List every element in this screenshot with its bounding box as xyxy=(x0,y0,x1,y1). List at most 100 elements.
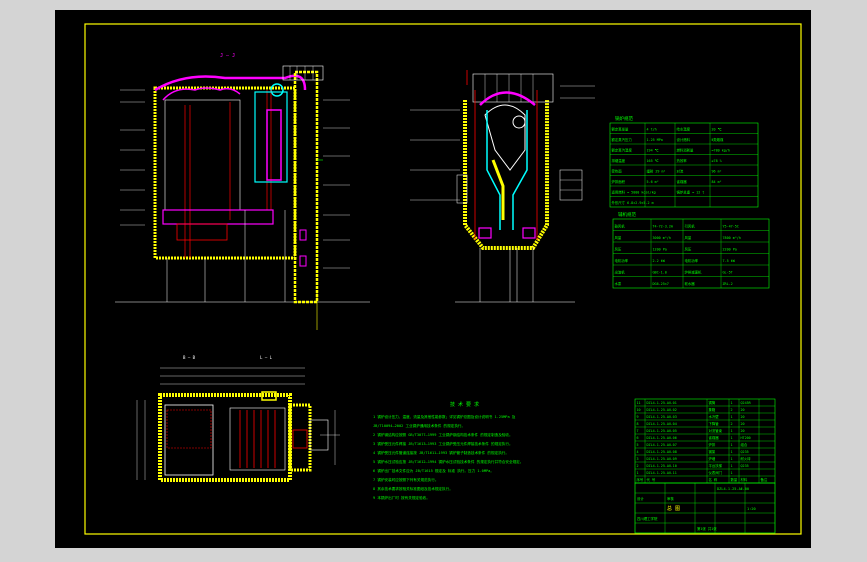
front-wall xyxy=(463,100,549,250)
aux_table-cell: 7.5 kW xyxy=(723,259,736,263)
bom-cell: DZL4-1.25-AⅡ-08 xyxy=(647,450,677,454)
spec_table-cell: 外形尺寸 6.8×2.9×5.2 m xyxy=(612,200,654,205)
spec_table-cell: 165 ℃ xyxy=(647,159,659,163)
side-grid-left xyxy=(456,174,468,204)
note-line: 2 锅炉钢结构应按照 GB/T3077—1999 工业锅炉钢结构技术条件 的规定… xyxy=(373,432,513,437)
upper-header xyxy=(479,91,536,106)
economizer-top xyxy=(282,65,324,81)
aux_table-cell: 7800 m³/h xyxy=(723,236,741,240)
spec_table-cell: 额定蒸汽压力 xyxy=(612,137,633,142)
bom-cell: DZL4-1.25-AⅡ-11 xyxy=(647,471,677,475)
baffle xyxy=(491,159,505,220)
spec_table-cell: 受热面 xyxy=(612,169,623,174)
spec_table-cell: 热效率 xyxy=(677,158,688,163)
front-risers xyxy=(466,70,538,240)
note-line: 6 锅炉出厂技术文件应为 JB/T1615 规定及 标准 执行。压力 1.0MP… xyxy=(373,468,494,473)
economizer-column xyxy=(293,70,319,304)
bom-cell: 耐火砖 xyxy=(741,456,752,461)
bom-cell: Q235 xyxy=(741,464,749,468)
drawing-title: 总 图 xyxy=(667,505,680,512)
bom-cell: 省煤器 xyxy=(709,435,720,440)
aux_table-cell: 风压 xyxy=(685,247,692,251)
bom-cell: 组合 xyxy=(741,442,748,447)
bom-cell: 1 xyxy=(731,471,733,475)
ash-hopper xyxy=(176,223,228,241)
designer-label: 设计 xyxy=(637,496,644,501)
bom-cell: 2 xyxy=(731,408,733,412)
bom-cell: DZL4-1.25-AⅡ-04 xyxy=(647,422,677,426)
furnace-plan xyxy=(164,404,214,476)
spec_table-cell: 194 ℃ xyxy=(647,149,659,153)
valve-b xyxy=(299,255,307,267)
aux_table-cell: 鼓风机 xyxy=(615,223,626,228)
bom-cell: 平台扶梯 xyxy=(709,463,723,468)
spec_table-cell: 5.6 m² xyxy=(647,180,659,184)
side-grid-right xyxy=(559,169,583,201)
elevation-marks-right xyxy=(323,99,350,269)
bom-cell: 5 xyxy=(637,443,639,447)
bom-cell: DZL4-1.25-AⅡ-02 xyxy=(647,408,677,412)
drum-section xyxy=(484,104,526,171)
aux_table-cell: DG6-25×7 xyxy=(653,282,669,286)
elevation-marks-left xyxy=(120,89,145,226)
bom-cell: 20 xyxy=(741,422,745,426)
technical-notes: 技 术 要 求 1 锅炉设计压力、温度、流量及其他性能参数；详见锅炉总图及设计说… xyxy=(373,401,523,500)
bom-cell: 钢架 xyxy=(709,449,716,454)
aux_table-cell: 炉排减速机 xyxy=(685,269,703,274)
boiler-wall xyxy=(153,86,297,260)
spec_table-cell: 1.25 MPa xyxy=(647,138,663,142)
aux_table-cell: 软水器 xyxy=(685,281,696,286)
bom-cell: 1 xyxy=(731,464,733,468)
bom-cell: 1 xyxy=(731,436,733,440)
tube-rows-plan xyxy=(239,410,276,468)
spec_table-cell: 对流 xyxy=(677,169,684,174)
tube-bank-plan xyxy=(229,407,286,471)
aux_table-cell: GBC-1.0 xyxy=(653,270,667,274)
spec-table-title: 锅炉规范 xyxy=(615,115,633,122)
aux_table-cell: 风量 xyxy=(685,235,692,240)
support-legs xyxy=(166,210,286,302)
side-elevation-view: J — J xyxy=(115,53,370,330)
spec_table-cell: 省煤器 xyxy=(677,179,688,184)
convection-bank xyxy=(254,91,288,183)
aux_table-cell: 水泵 xyxy=(615,281,622,286)
spec_table-cell: 84 m² xyxy=(712,180,722,184)
aux_table-cell: 风压 xyxy=(615,247,622,251)
bom-cell: 集箱 xyxy=(709,407,716,412)
bom-cell: 代 号 xyxy=(647,477,656,482)
spec_table-cell: 4 t/h xyxy=(647,128,657,132)
water-tube-right xyxy=(512,110,528,230)
spec_table-cell: 燃料消耗量 xyxy=(677,148,695,153)
note-line: 7 锅炉安装时应按照下列有关规范执行。 xyxy=(373,477,438,482)
bom-cell: 3 xyxy=(637,457,639,461)
bom-cell: 材料 xyxy=(741,477,748,482)
spec_table-cell: 排烟温度 xyxy=(612,158,626,163)
company-name: 四川理工学院 xyxy=(637,516,658,521)
bom-cell: 1 xyxy=(731,429,733,433)
plan-outline xyxy=(158,393,292,482)
bom-cell: 1 xyxy=(731,457,733,461)
bom-cell: 9 xyxy=(637,415,639,419)
bom-cell: Q235 xyxy=(741,450,749,454)
bom-cell: 1 xyxy=(731,443,733,447)
bom-cell: 11 xyxy=(637,401,641,405)
lower-header-left xyxy=(478,227,492,239)
bom-cell: 炉排 xyxy=(709,442,716,447)
plan-label-b: L — L xyxy=(260,355,273,360)
top-casing xyxy=(472,73,554,103)
water-tube-left xyxy=(486,110,501,230)
steam-drum xyxy=(270,83,284,97)
spec_table-cell: 96 m² xyxy=(712,170,722,174)
bom-cell: 锅筒 xyxy=(709,400,716,405)
spec_table-cell: 炉排面积 xyxy=(612,179,626,184)
aux-table-title: 辅机规范 xyxy=(618,211,636,218)
bom-cell: 名 称 xyxy=(709,477,718,482)
grate-plan xyxy=(166,409,212,449)
bom-cell: 20 xyxy=(741,415,745,419)
spec_table-cell: 辐射 29 m² xyxy=(647,169,666,174)
drawing-sheet: J — J xyxy=(55,10,811,548)
cad-drawing: J — J xyxy=(84,23,802,535)
plan-label-a: B — B xyxy=(183,355,196,360)
bom-cell: 2 xyxy=(731,422,733,426)
